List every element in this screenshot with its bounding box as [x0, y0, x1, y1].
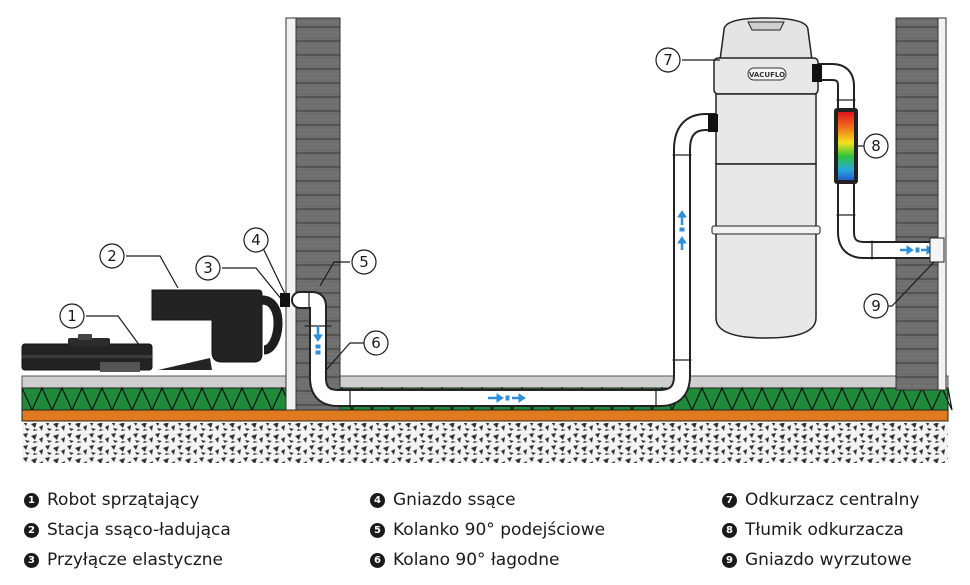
exhaust-outlet: [929, 237, 945, 263]
callout-number: 3: [203, 259, 213, 277]
callout-number: 2: [107, 247, 117, 265]
legend-label: Gniazdo wyrzutowe: [745, 550, 912, 570]
legend-item-inlet: 4 Gniazdo ssące: [370, 485, 670, 515]
callout-number: 7: [663, 51, 673, 69]
legend-item-elbow-90: 5 Kolanko 90° podejściowe: [370, 515, 670, 545]
vacuum-system-diagram: VACUFLO 1 2 3 4 5 6: [21, 17, 953, 463]
callout-number: 6: [371, 334, 381, 352]
legend-label: Kolano 90° łagodne: [393, 550, 560, 570]
callout-number: 1: [67, 307, 77, 325]
legend-item-central-vacuum: 7 Odkurzacz centralny: [722, 485, 970, 515]
legend-number: 6: [370, 552, 385, 568]
legend-number: 7: [722, 492, 737, 508]
legend-label: Odkurzacz centralny: [745, 490, 920, 510]
legend-label: Robot sprzątający: [47, 490, 200, 510]
callout-number: 9: [871, 297, 881, 315]
suction-station: [151, 289, 290, 370]
legend-number: 1: [24, 492, 39, 508]
callout-4: [243, 227, 269, 253]
legend-column-3: 7 Odkurzacz centralny 8 Tłumik odkurzacz…: [722, 485, 970, 575]
callout-2: [99, 243, 125, 269]
legend-item-robot: 1 Robot sprzątający: [24, 485, 324, 515]
brand-label: VACUFLO: [749, 71, 785, 79]
robot-vacuum: [21, 334, 153, 372]
legend-item-station: 2 Stacja ssąco-ładująca: [24, 515, 324, 545]
legend-item-flex-connector: 3 Przyłącze elastyczne: [24, 545, 324, 575]
legend-column-2: 4 Gniazdo ssące 5 Kolanko 90° podejściow…: [370, 485, 670, 575]
muffler: [834, 108, 858, 184]
legend-number: 8: [722, 522, 737, 538]
legend-label: Kolanko 90° podejściowe: [393, 520, 606, 540]
callout-3: [195, 255, 221, 281]
legend-item-exhaust: 9 Gniazdo wyrzutowe: [722, 545, 970, 575]
callout-5: [351, 249, 377, 275]
legend-item-muffler: 8 Tłumik odkurzacza: [722, 515, 970, 545]
legend-item-sweep-elbow: 6 Kolano 90° łagodne: [370, 545, 670, 575]
legend-label: Tłumik odkurzacza: [745, 520, 904, 540]
legend-column-1: 1 Robot sprzątający 2 Stacja ssąco-ładuj…: [24, 485, 324, 575]
legend-number: 9: [722, 552, 737, 568]
callout-1: [59, 303, 85, 329]
right-wall: [895, 17, 947, 391]
legend-number: 4: [370, 492, 385, 508]
flow-arrows: [313, 210, 934, 403]
callout-9: [863, 293, 889, 319]
legend-label: Stacja ssąco-ładująca: [47, 520, 231, 540]
legend-label: Gniazdo ssące: [393, 490, 516, 510]
legend-label: Przyłącze elastyczne: [47, 550, 223, 570]
callout-6: [363, 330, 389, 356]
callout-number: 8: [871, 137, 881, 155]
central-vacuum-unit: VACUFLO: [708, 17, 822, 339]
legend-number: 5: [370, 522, 385, 538]
callout-number: 5: [359, 253, 369, 271]
callout-circles: 1 2 3 4 5 6 7 8 9: [59, 47, 889, 356]
callout-number: 4: [251, 231, 261, 249]
legend-number: 3: [24, 552, 39, 568]
callout-7: [655, 47, 681, 73]
callout-8: [863, 133, 889, 159]
legend-number: 2: [24, 522, 39, 538]
